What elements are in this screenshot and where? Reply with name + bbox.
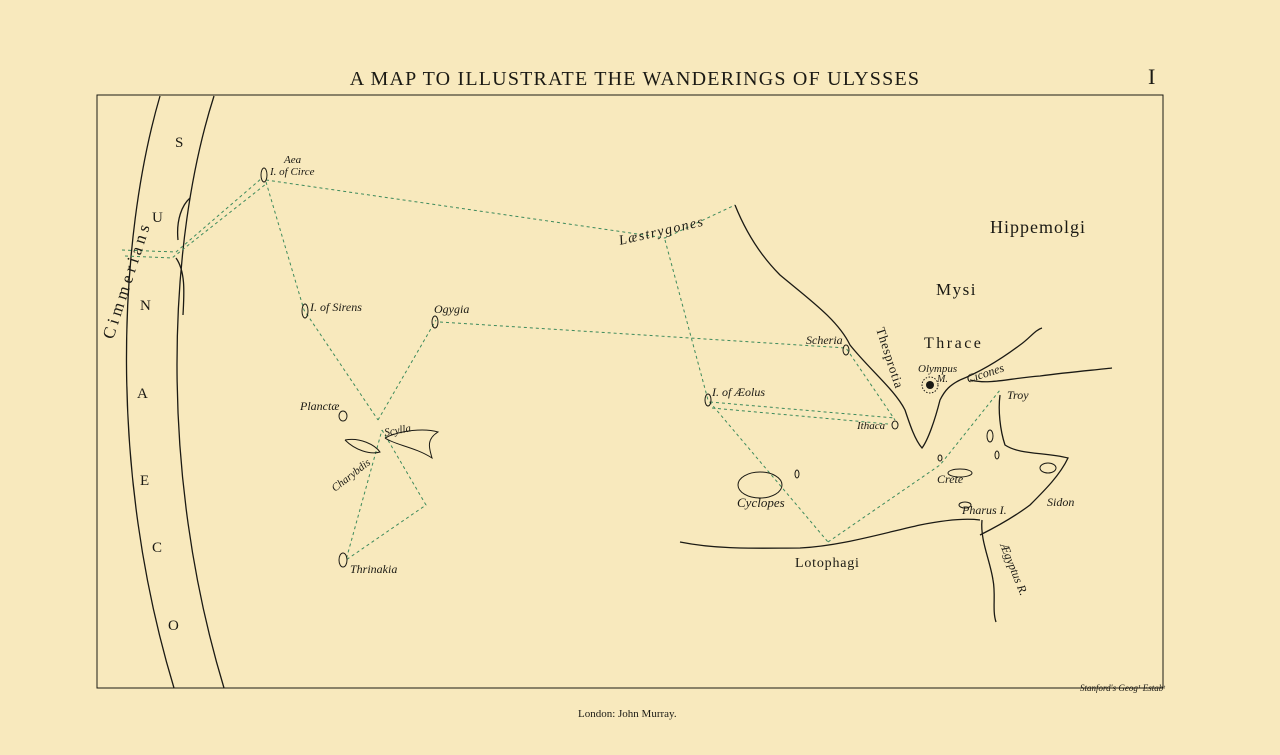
pharus-label: Pharus I. <box>961 503 1007 517</box>
hippemolgi-label: Hippemolgi <box>990 217 1086 237</box>
olympus-m-label: M. <box>936 374 948 385</box>
crete-label: Crete <box>937 472 964 486</box>
engraver-credit: Stanford's Geog¹ Estabᵗ <box>1080 683 1165 693</box>
charybdis-label: Charybdis <box>329 457 373 495</box>
ogygia-label: Ogygia <box>434 302 469 316</box>
sidon-label: Sidon <box>1047 495 1074 509</box>
ocean-letter: E <box>140 473 149 489</box>
publisher-credit: London: John Murray. <box>578 708 677 720</box>
asia-minor-coast-north <box>969 367 1113 383</box>
olympus-mountain-icon <box>921 376 939 394</box>
cyclopes-label: Cyclopes <box>737 495 785 510</box>
mysi-label: Mysi <box>936 280 977 299</box>
circe-label: I. of Circe <box>269 166 315 178</box>
aea-label: Aea <box>283 154 302 166</box>
ocean-letter: A <box>137 386 148 402</box>
oceanus-outer-shore <box>176 95 225 689</box>
ocean-letter: S <box>175 135 183 151</box>
thracian-coast <box>959 327 1043 381</box>
scylla-label: Scylla <box>383 422 412 439</box>
troy-label: Troy <box>1007 388 1029 402</box>
place-labels: Aea I. of Circe I. of Sirens Ogygia Plan… <box>269 154 1086 597</box>
oceanus-inlet <box>175 197 191 316</box>
islands <box>260 167 1057 568</box>
sirens-label: I. of Sirens <box>309 300 362 314</box>
scheria-label: Scheria <box>806 333 843 347</box>
lotophagi-label: Lotophagi <box>795 556 860 571</box>
ithaca-label: Ithaca <box>856 420 886 432</box>
greek-west-coast <box>734 204 961 450</box>
olympus-label: Olympus <box>918 363 957 375</box>
aeolus-label: I. of Æolus <box>711 385 765 399</box>
thesprotia-label: Thesprotia <box>873 325 907 390</box>
oceanus-label: S U N A E C O <box>137 135 183 634</box>
planctae-label: Planctæ <box>299 399 339 413</box>
african-coast <box>679 518 981 549</box>
plate-number: I <box>1148 64 1156 89</box>
thrace-label: Thrace <box>924 335 983 352</box>
nile-river <box>981 519 997 623</box>
laestrygones-label: Læstrygones <box>617 215 706 249</box>
map-title: A MAP TO ILLUSTRATE THE WANDERINGS OF UL… <box>349 68 921 90</box>
ocean-letter: U <box>152 210 163 226</box>
oceanus-inner-shore <box>125 95 175 689</box>
ocean-letter: C <box>152 540 162 556</box>
route-lines <box>121 177 1001 562</box>
map-frame <box>96 94 1164 689</box>
levant-coast <box>979 394 1069 536</box>
aegyptus-label: Ægyptus R. <box>997 540 1031 597</box>
thrinakia-label: Thrinakia <box>350 562 397 576</box>
ocean-letter: O <box>168 618 179 634</box>
ocean-letter: N <box>140 298 151 314</box>
